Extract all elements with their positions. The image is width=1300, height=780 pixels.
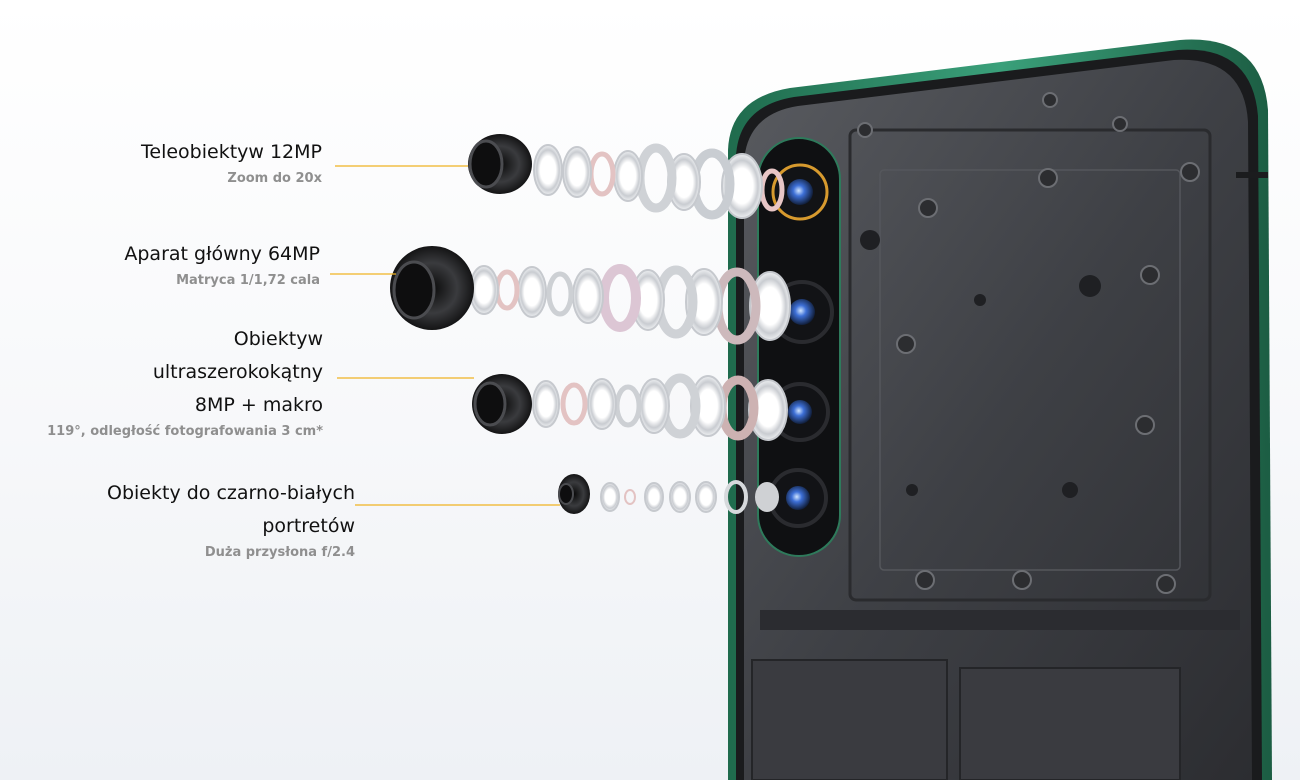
ultrawide-lens-stack [472, 373, 788, 441]
main-camera-lens-stack [390, 246, 791, 345]
phone-body [728, 39, 1272, 780]
camera-subtitle: Zoom do 20x [227, 171, 322, 186]
camera-title: Teleobiektyw 12MP [141, 141, 322, 163]
camera-label-main: Aparat główny 64MP Matryca 1/1,72 cala [124, 238, 320, 291]
camera-title-line: ultraszerokokątny [152, 361, 323, 383]
camera-label-ultrawide: Obiektyw ultraszerokokątny 8MP + makro 1… [47, 323, 323, 442]
camera-title-line: 8MP + makro [194, 394, 323, 416]
camera-title-line: Obiekty do czarno-białych [107, 482, 355, 504]
camera-label-mono: Obiekty do czarno-białych portretów Duża… [107, 477, 355, 563]
camera-title-line: portretów [262, 515, 355, 537]
camera-title: Aparat główny 64MP [124, 243, 320, 265]
camera-subtitle: 119°, odległość fotografowania 3 cm* [47, 424, 323, 439]
camera-title-line: Obiektyw [233, 328, 323, 350]
telephoto-lens-stack [468, 134, 785, 220]
mono-lens-stack [558, 474, 779, 514]
camera-subtitle: Matryca 1/1,72 cala [176, 273, 320, 288]
camera-label-telephoto: Teleobiektyw 12MP Zoom do 20x [141, 136, 322, 189]
leader-lines [330, 165, 560, 506]
camera-subtitle: Duża przysłona f/2.4 [204, 545, 355, 560]
camera-module [757, 137, 841, 557]
